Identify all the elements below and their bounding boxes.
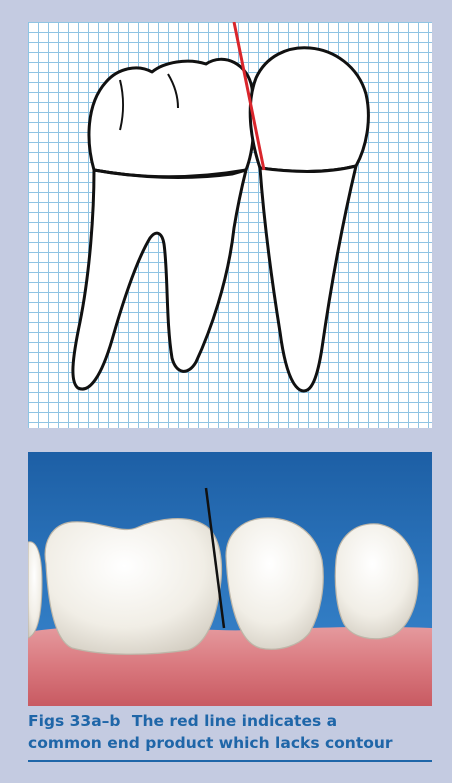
molar-tooth <box>45 519 221 655</box>
premolar-crown-outline <box>250 48 368 172</box>
caption-text-line2: common end product which lacks contour <box>28 732 432 754</box>
caption-divider <box>28 760 432 762</box>
molar-crown-outline <box>89 59 254 177</box>
figure-33a-tooth-outline-diagram <box>28 22 432 428</box>
caption-label: Figs 33a–b <box>28 712 121 730</box>
caption-text-line1: The red line indicates a <box>132 712 337 730</box>
left-partial-tooth <box>28 542 42 638</box>
molar-roots-outline <box>73 170 246 389</box>
premolar-tooth <box>226 518 323 649</box>
right-premolar-tooth <box>335 524 418 639</box>
figure-caption: Figs 33a–b The red line indicates a comm… <box>28 708 432 760</box>
figure-33b-teeth-photo <box>28 452 432 706</box>
teeth-photo-illustration <box>28 452 432 706</box>
caption-first-line: Figs 33a–b The red line indicates a <box>28 710 432 732</box>
tooth-outline-drawing <box>28 22 432 428</box>
premolar-root-outline <box>260 166 356 391</box>
